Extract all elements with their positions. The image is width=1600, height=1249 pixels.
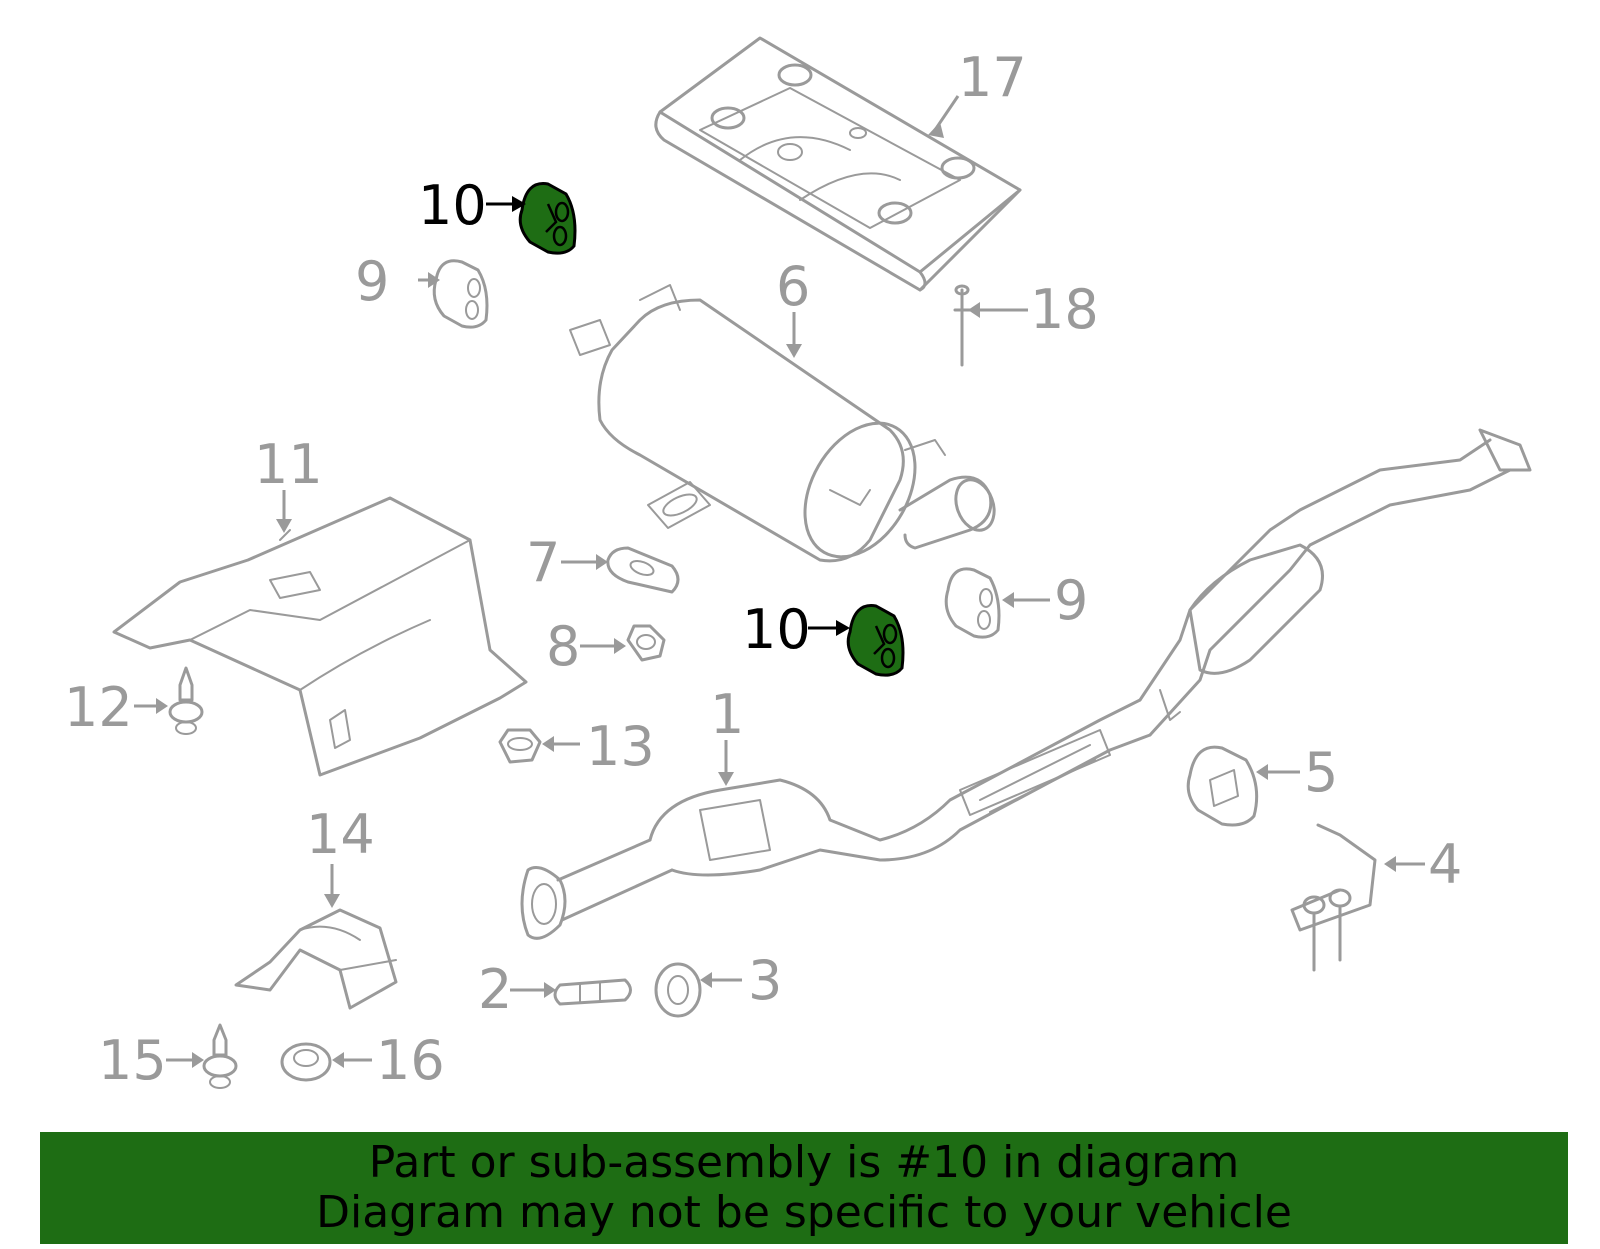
callout-2: 2 xyxy=(478,958,512,1021)
callout-17: 17 xyxy=(958,46,1027,109)
callout-12: 12 xyxy=(64,676,133,739)
part-1-front-pipe xyxy=(520,698,1152,940)
arrow-3 xyxy=(700,972,712,988)
part-11-heat-shield xyxy=(112,496,528,777)
callout-7: 7 xyxy=(526,531,560,594)
part-9-hanger-upper xyxy=(432,259,489,329)
part-2-sleeve xyxy=(553,978,632,1006)
part-8-nut xyxy=(626,624,666,662)
arrow-4 xyxy=(1384,856,1396,872)
part-15-clip xyxy=(202,1023,238,1089)
arrow-8 xyxy=(614,638,626,654)
callout-4: 4 xyxy=(1428,833,1462,896)
part-3-grommet xyxy=(654,962,702,1018)
part-4-bracket xyxy=(1290,823,1377,972)
arrow-10b xyxy=(836,620,850,636)
part-14-bracket xyxy=(234,908,398,1010)
callout-5: 5 xyxy=(1304,741,1338,804)
arrow-10a xyxy=(512,196,526,212)
part-9-hanger-right xyxy=(944,567,1001,639)
info-banner: Part or sub-assembly is #10 in diagram D… xyxy=(40,1132,1568,1244)
part-6-muffler xyxy=(569,284,996,563)
callout-11: 11 xyxy=(254,433,323,496)
callout-9-right: 9 xyxy=(1054,569,1088,632)
arrow-7 xyxy=(596,554,608,570)
arrow-2 xyxy=(544,982,556,998)
leader-lines xyxy=(134,95,1425,1068)
callout-1: 1 xyxy=(710,683,744,746)
arrow-11 xyxy=(276,519,292,533)
callout-15: 15 xyxy=(98,1029,167,1092)
callout-13: 13 xyxy=(586,715,655,778)
callout-3: 3 xyxy=(748,949,782,1012)
callout-18: 18 xyxy=(1030,278,1099,341)
callout-14: 14 xyxy=(306,803,375,866)
arrow-18 xyxy=(968,302,980,318)
part-12-clip xyxy=(168,666,204,735)
part-10-hanger-upper xyxy=(518,182,577,255)
arrow-13 xyxy=(542,736,554,752)
arrow-9a xyxy=(428,272,440,288)
arrow-16 xyxy=(332,1052,344,1068)
banner-line-2: Diagram may not be specific to your vehi… xyxy=(316,1187,1292,1238)
arrow-5 xyxy=(1256,764,1268,780)
callout-9-upper: 9 xyxy=(355,250,389,313)
arrow-14 xyxy=(324,894,340,908)
arrow-17 xyxy=(928,122,944,138)
part-5-hanger xyxy=(1186,745,1259,827)
callout-16: 16 xyxy=(376,1029,445,1092)
callout-10-lower: 10 xyxy=(742,598,811,661)
arrow-1 xyxy=(718,772,734,786)
callout-6: 6 xyxy=(776,255,810,318)
part-1-pipe-upper xyxy=(1138,428,1532,737)
part-18-stud xyxy=(953,284,972,367)
callout-10-upper: 10 xyxy=(418,174,487,237)
callout-labels: 17 18 6 9 10 11 7 8 9 10 12 13 1 5 4 14 … xyxy=(64,46,1462,1092)
arrow-9b xyxy=(1002,592,1014,608)
banner-line-1: Part or sub-assembly is #10 in diagram xyxy=(368,1137,1240,1188)
part-13-nut xyxy=(498,728,542,764)
part-17-heat-shield xyxy=(654,36,1022,292)
arrow-6 xyxy=(786,344,802,358)
part-10-hanger-lower xyxy=(846,604,905,677)
part-7-gasket xyxy=(606,546,680,594)
arrow-15 xyxy=(192,1052,204,1068)
part-16-grommet xyxy=(280,1042,332,1082)
callout-8: 8 xyxy=(546,615,580,678)
arrow-12 xyxy=(156,698,168,714)
